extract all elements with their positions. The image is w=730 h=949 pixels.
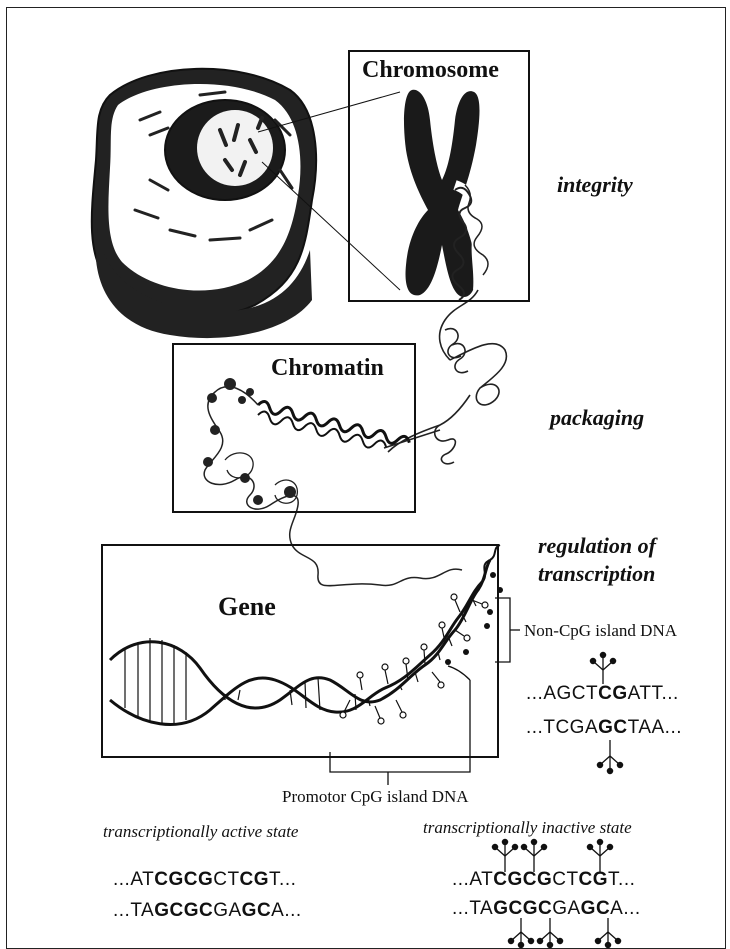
integrity-label: integrity [557,172,633,198]
regulation-label-line2: transcription [538,561,655,587]
gene-title: Gene [218,592,276,622]
active-state-label: transcriptionally active state [103,822,298,842]
chromosome-box [348,50,530,302]
active-sequence-bottom: ...TAGCGCGAGCA... [113,900,302,922]
chromatin-title: Chromatin [271,355,384,382]
packaging-label: packaging [550,405,644,431]
noncpg-sequence-bottom: ...TCGAGCTAA... [526,717,682,739]
inactive-sequence-bottom: ...TAGCGCGAGCA... [452,898,641,920]
methyl-markers-inactive-bottom [508,918,620,948]
promotor-cpg-label: Promotor CpG island DNA [282,787,469,807]
gene-box [101,544,499,758]
non-cpg-label: Non-CpG island DNA [524,621,677,641]
noncpg-sequence-top: ...AGCTCGATT... [526,683,679,705]
regulation-label-line1: regulation of [538,533,656,559]
chromosome-title: Chromosome [362,57,499,84]
active-sequence-top: ...ATCGCGCTCGT... [113,869,296,891]
methyl-marker-noncpg [590,652,622,773]
methyl-markers-inactive-top [492,839,612,872]
inactive-sequence-top: ...ATCGCGCTCGT... [452,869,635,891]
inactive-state-label: transcriptionally inactive state [423,818,632,838]
